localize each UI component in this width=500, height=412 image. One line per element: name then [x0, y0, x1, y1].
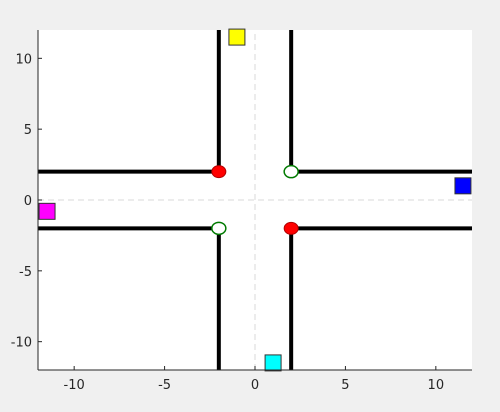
- vehicles: [38, 28, 472, 372]
- x-tick-label: 10: [428, 378, 445, 393]
- x-tick-label: 0: [251, 378, 259, 393]
- signal-green-2: [283, 164, 299, 179]
- x-tick-label: -10: [64, 378, 85, 393]
- x-tick-label: 5: [341, 378, 349, 393]
- y-tick-label: -5: [19, 265, 32, 280]
- traffic-signals: [211, 164, 299, 236]
- center-lines: [38, 30, 472, 370]
- road-edges: [38, 30, 472, 370]
- cyan-vehicle: [264, 354, 282, 372]
- magenta-vehicle: [38, 202, 56, 220]
- blue-vehicle: [454, 177, 472, 195]
- y-tick-label: -10: [11, 336, 32, 351]
- y-tick-label: 5: [24, 123, 32, 138]
- signal-red-0: [211, 165, 227, 179]
- ticks: -10 -5 0 5 10 -10 -5 0 5 10: [11, 52, 444, 393]
- y-tick-label: 10: [15, 52, 32, 67]
- y-tick-label: 0: [24, 194, 32, 209]
- x-tick-label: -5: [158, 378, 171, 393]
- signal-green-3: [211, 221, 227, 236]
- signal-red-1: [283, 221, 299, 235]
- yellow-vehicle: [228, 28, 246, 46]
